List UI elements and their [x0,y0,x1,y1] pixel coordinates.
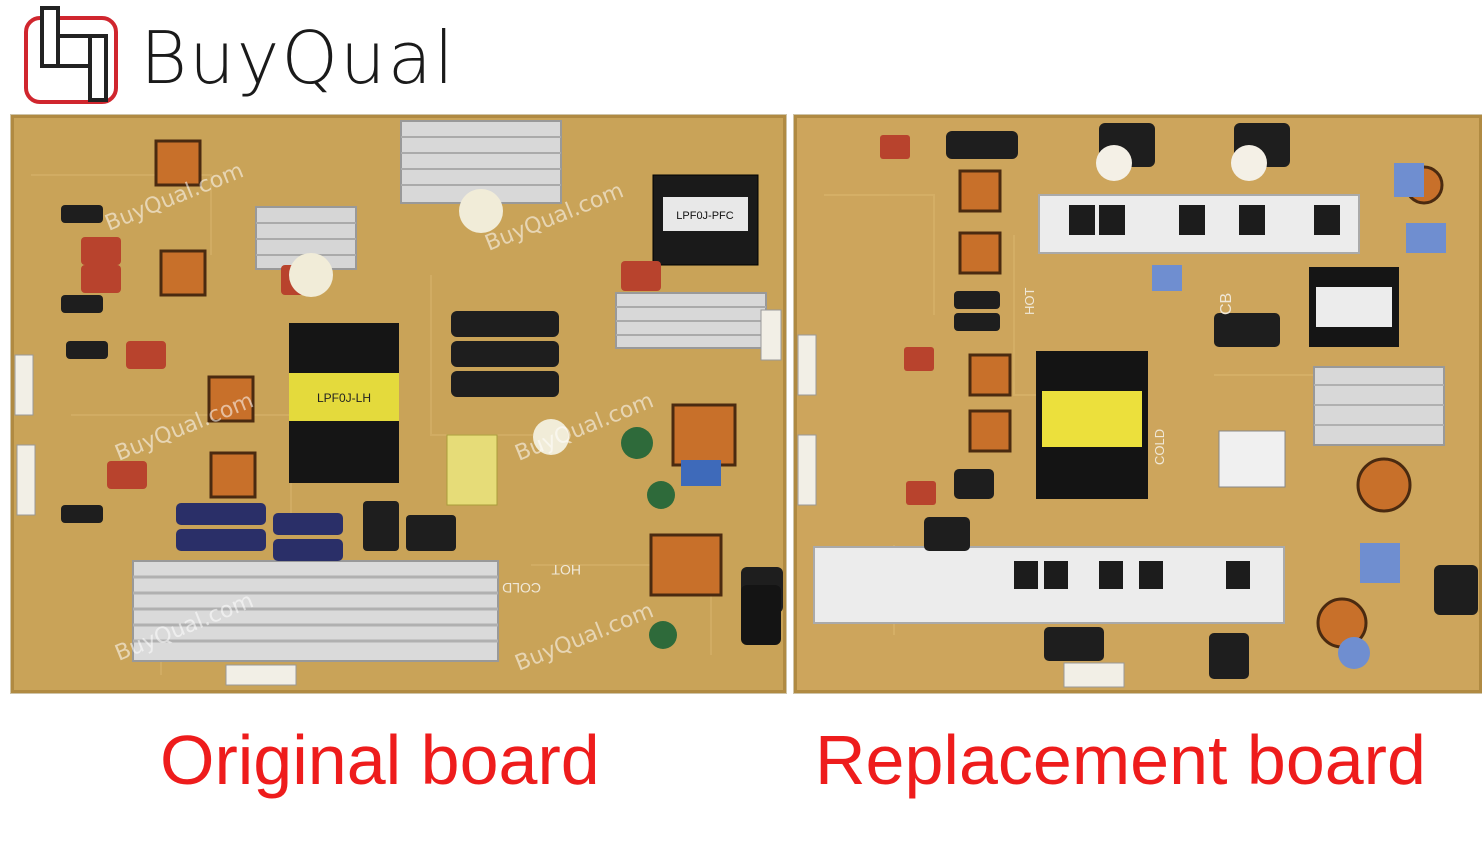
cb-label: CB [1218,293,1235,315]
pfc-label: LPF0J-PFC [676,210,734,222]
original-board-caption: Original board [160,721,600,799]
replacement-board-photo: HOT COLD CB [793,114,1482,694]
replacement-board-image: HOT COLD CB [794,115,1482,693]
brand-name: BuyQual [140,16,456,100]
cold-label: COLD [502,580,541,596]
transformer-label: LPF0J-LH [317,391,371,405]
replacement-board-caption: Replacement board [815,721,1426,799]
hot-label: HOT [1022,288,1037,316]
original-board-photo: LPF0J-PFC LPF0J-LH [10,114,787,694]
buyqual-logo-icon [24,6,118,104]
original-board-image: LPF0J-PFC LPF0J-LH [11,115,786,693]
header: BuyQual [0,0,1482,110]
hot-label: HOT [551,562,581,578]
cold-label: COLD [1152,429,1167,465]
